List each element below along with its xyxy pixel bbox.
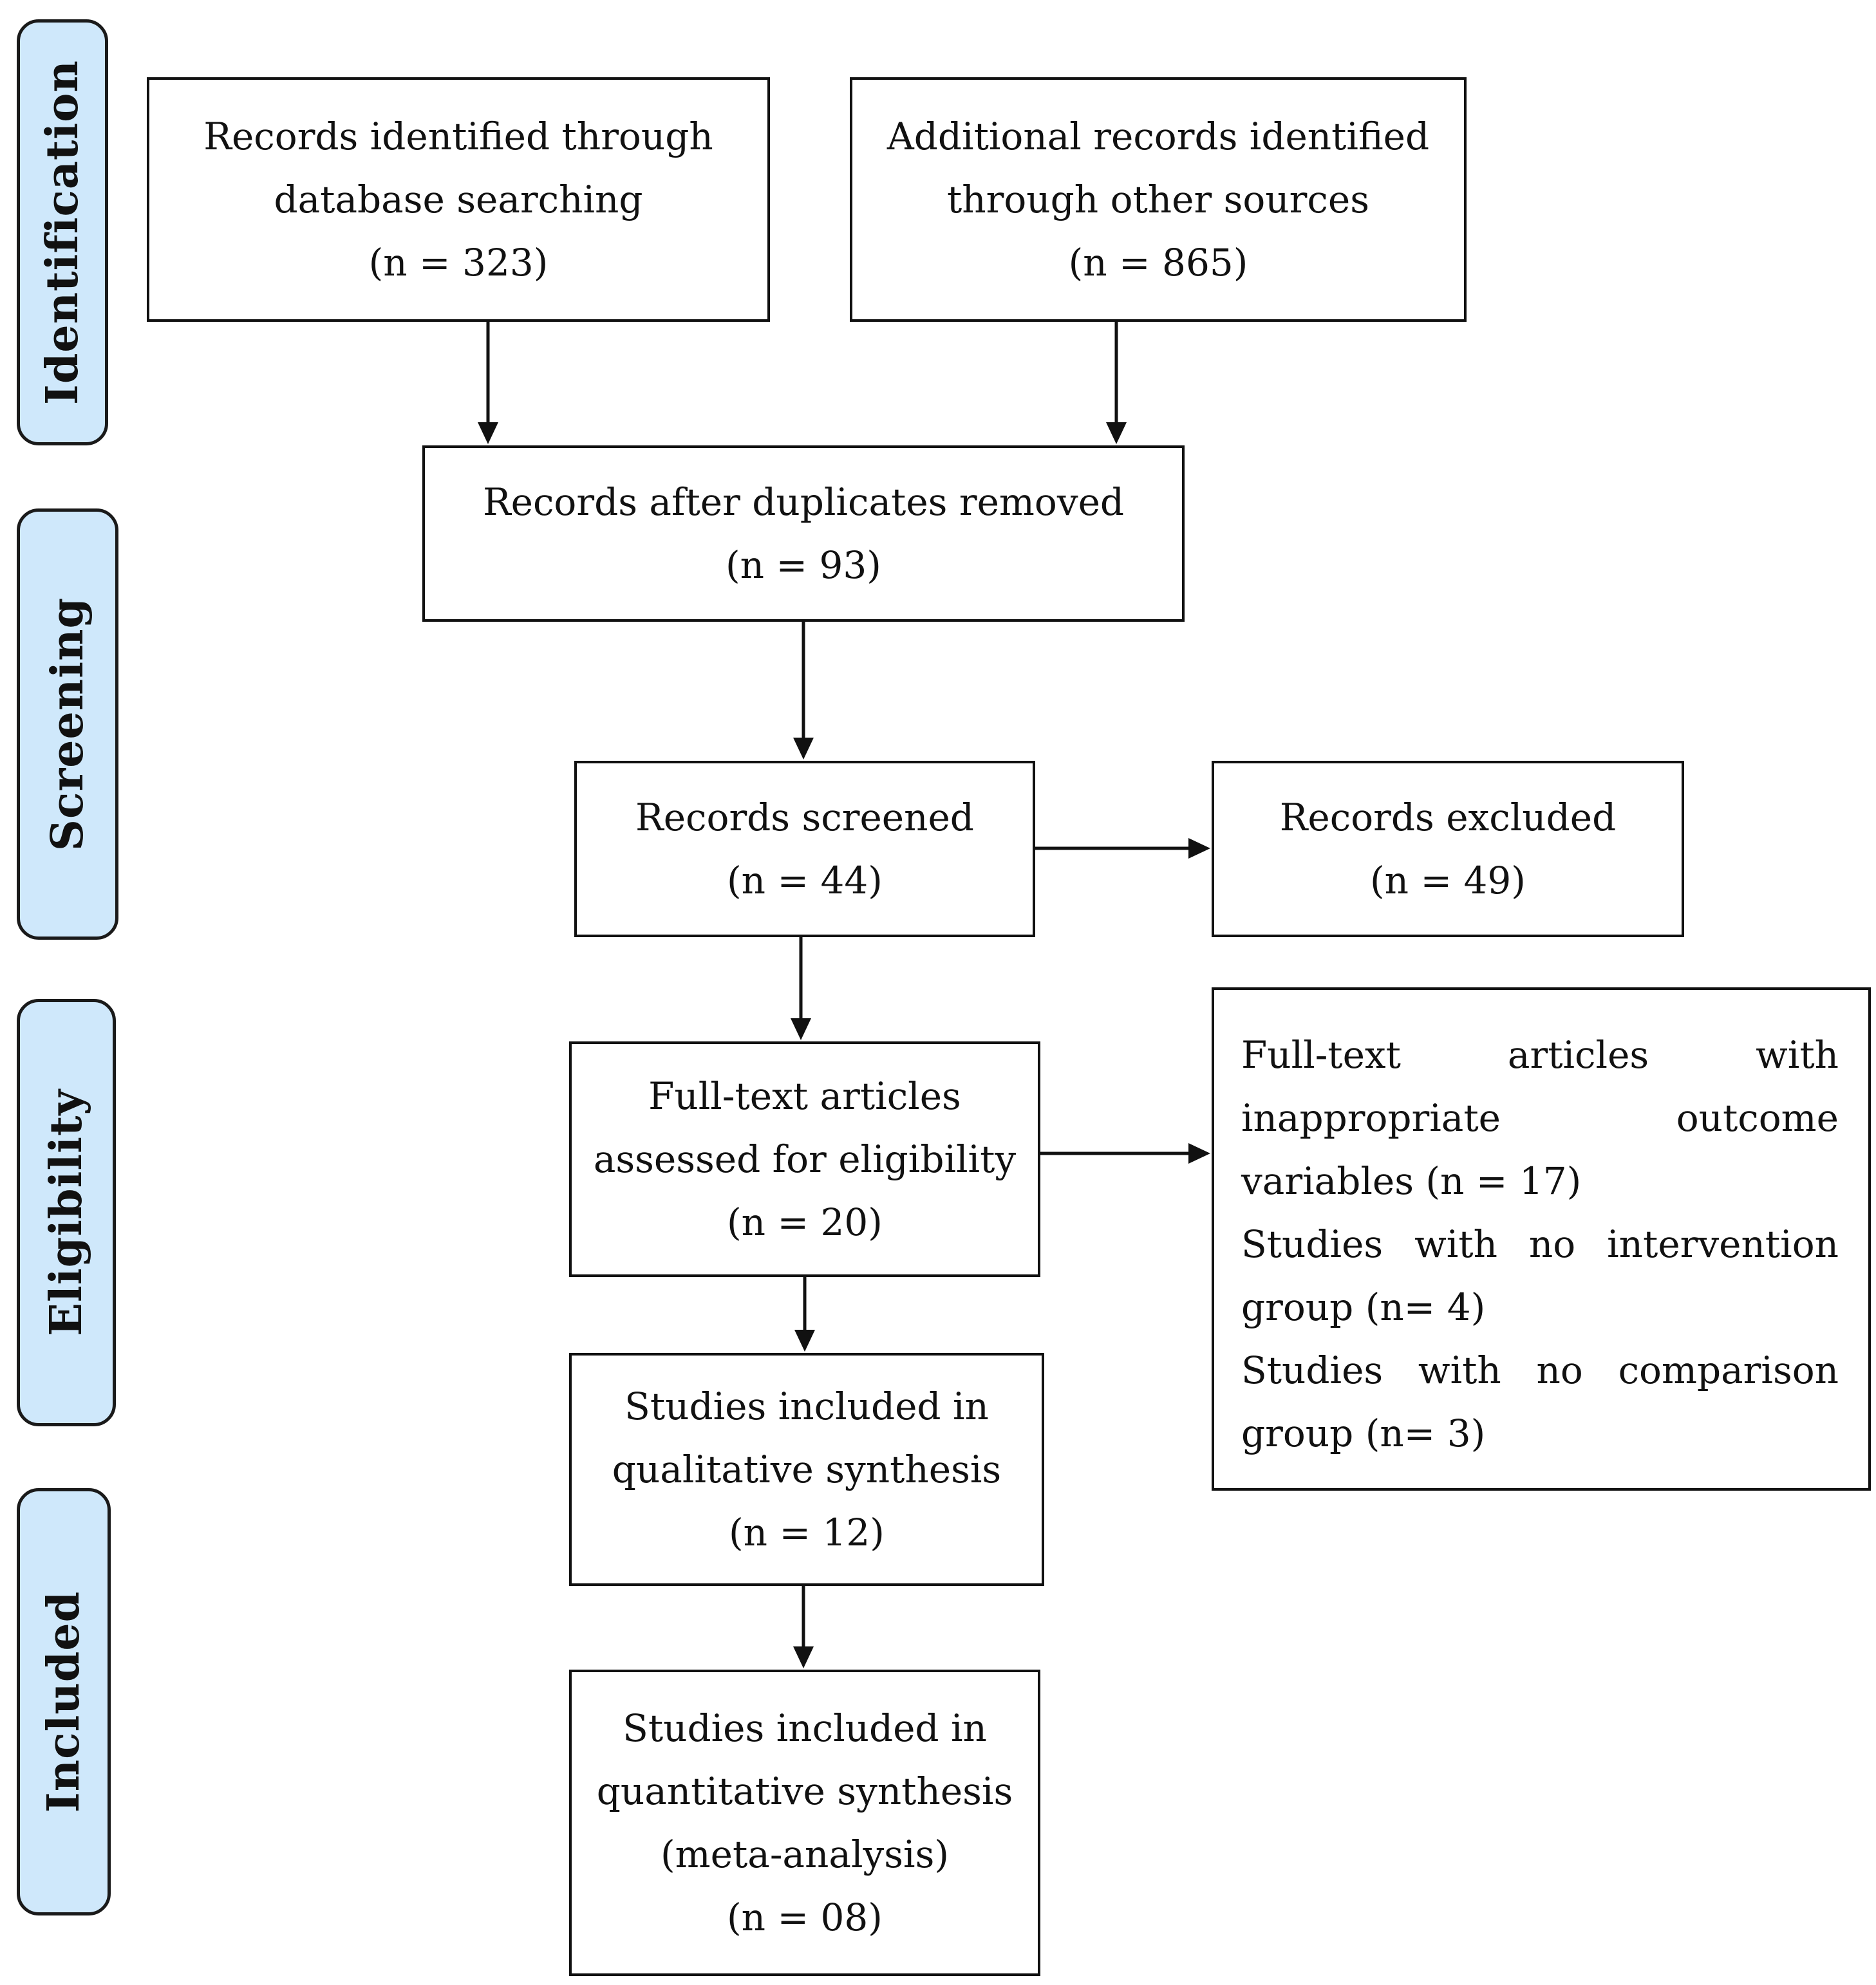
exclusion-word: Studies	[1241, 1222, 1384, 1266]
box-line: (meta-analysis)	[661, 1832, 949, 1876]
full-text-excluded-box: Full-text articles with inappropriate ou…	[1212, 987, 1871, 1491]
arrowhead-down	[791, 1018, 811, 1040]
exclusion-line: group (n= 3)	[1241, 1402, 1839, 1465]
arrowhead-down	[793, 1646, 814, 1668]
exclusion-word: with	[1756, 1033, 1839, 1077]
exclusion-word: comparison	[1618, 1348, 1839, 1392]
box-line: (n = 44)	[727, 859, 883, 902]
full-text-assessed-box: Full-text articles assessed for eligibil…	[569, 1041, 1040, 1277]
stage-screening: Screening	[17, 508, 118, 940]
other-sources-box: Additional records identified through ot…	[850, 77, 1467, 322]
exclusion-line: variables (n = 17)	[1241, 1150, 1839, 1213]
arrowhead-right	[1188, 838, 1210, 859]
exclusion-text: variables (n = 17)	[1241, 1159, 1582, 1203]
exclusion-line: inappropriate outcome	[1241, 1086, 1839, 1150]
arrowhead-down	[1106, 422, 1127, 444]
qualitative-synthesis-box: Studies included in qualitative synthesi…	[569, 1353, 1044, 1586]
box-line: (n = 93)	[726, 543, 881, 587]
box-line: (n = 08)	[727, 1896, 883, 1939]
box-line: Records screened	[635, 796, 974, 839]
box-line: Full-text articles	[648, 1074, 961, 1118]
box-line: database searching	[274, 178, 643, 221]
box-line: Studies included in	[623, 1706, 987, 1750]
box-line: Additional records identified	[886, 115, 1430, 158]
box-line: through other sources	[947, 178, 1369, 221]
records-excluded-box: Records excluded (n = 49)	[1212, 761, 1684, 937]
box-line: Records excluded	[1279, 796, 1617, 839]
stage-eligibility: Eligibility	[17, 999, 116, 1426]
exclusion-line: Studies with no comparison	[1241, 1339, 1839, 1402]
exclusion-word: articles	[1507, 1033, 1649, 1077]
exclusion-word: with	[1418, 1348, 1501, 1392]
duplicates-removed-box: Records after duplicates removed (n = 93…	[422, 445, 1185, 622]
exclusion-line: group (n= 4)	[1241, 1276, 1839, 1339]
exclusion-word: intervention	[1607, 1222, 1839, 1266]
exclusion-word: no	[1536, 1348, 1583, 1392]
exclusion-line: Full-text articles with	[1241, 1023, 1839, 1086]
exclusion-line: Studies with no intervention	[1241, 1213, 1839, 1276]
arrowhead-down	[793, 738, 814, 760]
exclusion-word: inappropriate	[1241, 1096, 1501, 1140]
stage-identification: Identification	[17, 19, 108, 445]
records-screened-box: Records screened (n = 44)	[574, 761, 1035, 937]
database-records-box: Records identified through database sear…	[147, 77, 770, 322]
exclusion-word: with	[1414, 1222, 1497, 1266]
exclusion-text: group (n= 3)	[1241, 1412, 1486, 1455]
exclusion-word: outcome	[1676, 1096, 1839, 1140]
arrowhead-right	[1188, 1143, 1210, 1164]
exclusion-word: Full-text	[1241, 1033, 1401, 1077]
box-line: qualitative synthesis	[612, 1448, 1002, 1491]
arrowhead-down	[794, 1330, 815, 1352]
box-line: quantitative synthesis	[596, 1769, 1013, 1813]
box-line: (n = 865)	[1068, 241, 1248, 284]
arrowhead-down	[478, 422, 498, 444]
exclusion-word: no	[1528, 1222, 1576, 1266]
exclusion-text: group (n= 4)	[1241, 1285, 1486, 1329]
box-line: Records after duplicates removed	[482, 480, 1125, 524]
box-line: Records identified through	[203, 115, 713, 158]
box-line: (n = 49)	[1370, 859, 1526, 902]
quantitative-synthesis-box: Studies included in quantitative synthes…	[569, 1670, 1040, 1976]
exclusion-word: Studies	[1241, 1348, 1384, 1392]
box-line: (n = 12)	[729, 1511, 885, 1554]
stage-included: Included	[17, 1488, 111, 1915]
box-line: (n = 323)	[368, 241, 549, 284]
box-line: assessed for eligibility	[593, 1137, 1017, 1181]
box-line: Studies included in	[624, 1384, 989, 1428]
box-line: (n = 20)	[727, 1200, 883, 1244]
